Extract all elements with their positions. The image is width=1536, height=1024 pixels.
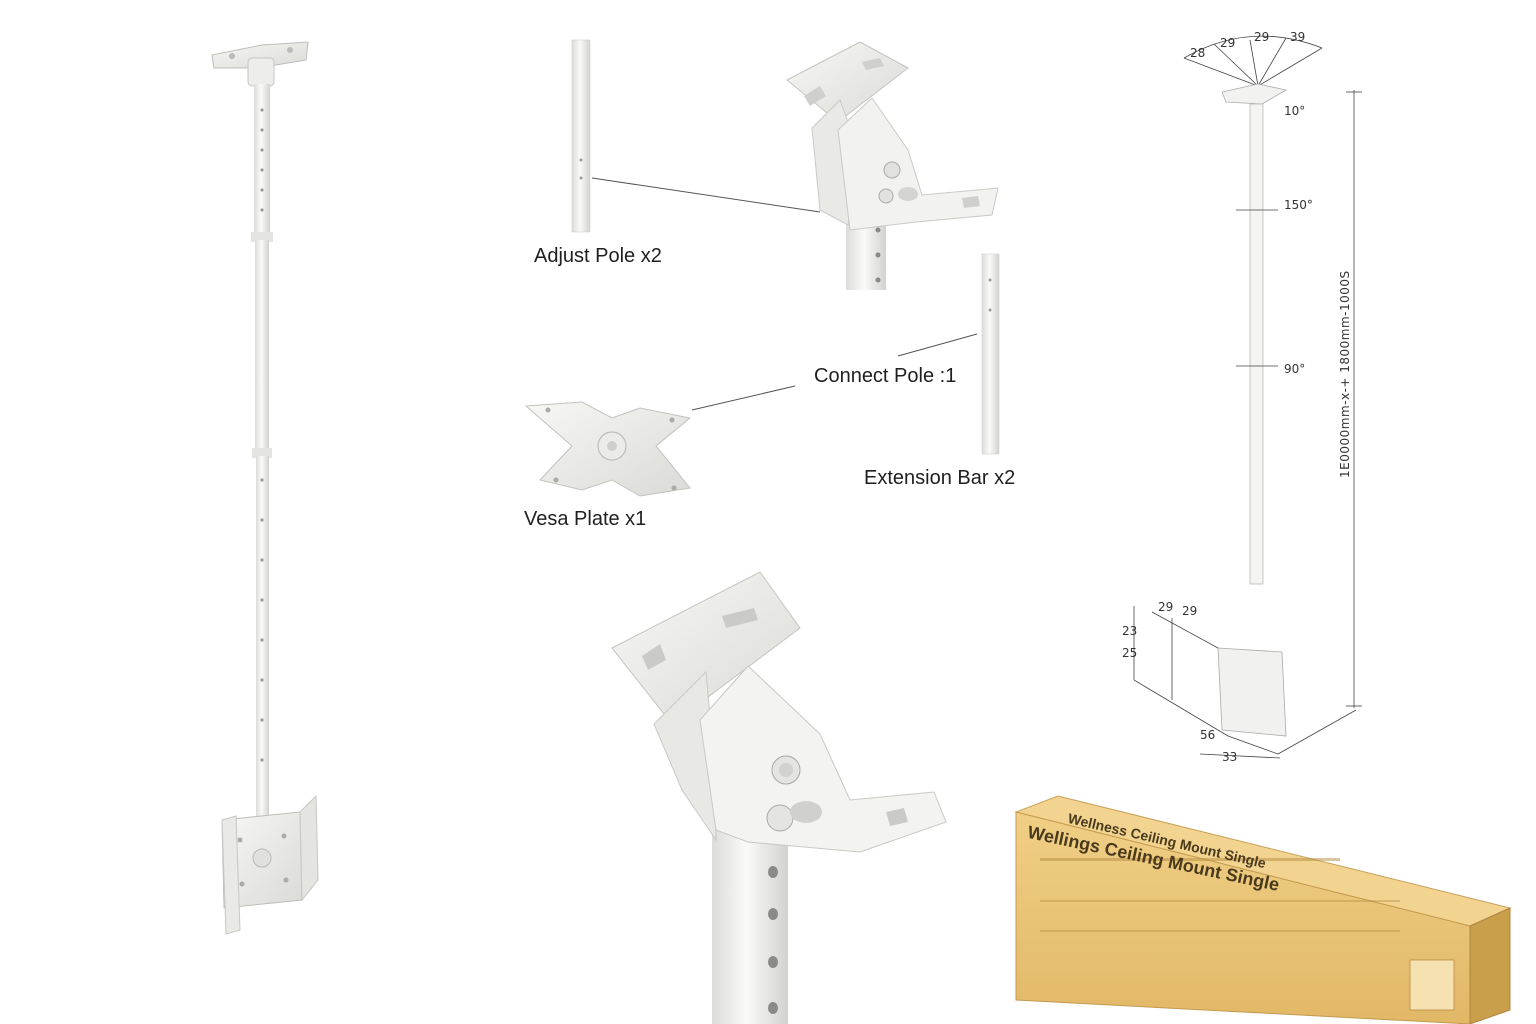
bottom-dim-4: 25	[1122, 646, 1138, 660]
packaging-box	[1014, 795, 1512, 1024]
bottom-dim-5: 56	[1200, 728, 1216, 742]
tilt-bracket-large	[611, 571, 947, 1024]
tilt-angle-label: 10°	[1284, 104, 1306, 118]
height-range-label: 1E0000mm-x-+ 1800mm-1000S	[1338, 270, 1352, 478]
assembled-mount-left	[211, 41, 319, 935]
vesa-plate-part	[524, 385, 796, 497]
adjust-pole-label: Adjust Pole x2	[534, 245, 662, 267]
rotation-label-90: 90°	[1284, 362, 1306, 376]
rotation-label-150: 150°	[1284, 198, 1313, 212]
dimension-diagram	[1133, 35, 1362, 759]
vesa-plate-label: Vesa Plate x1	[524, 508, 647, 530]
adjust-pole-part	[571, 39, 821, 233]
bottom-dim-1: 29	[1158, 600, 1174, 614]
tilt-bracket-small	[786, 41, 999, 290]
connect-pole-label: Connect Pole :1	[814, 365, 957, 387]
angle-label-1: 28	[1190, 46, 1206, 60]
angle-label-2: 29	[1220, 36, 1236, 50]
extension-bar-part	[897, 253, 1000, 455]
angle-label-3: 29	[1254, 30, 1270, 44]
bottom-dim-2: 29	[1182, 604, 1198, 618]
angle-label-4: 39	[1290, 30, 1306, 44]
extension-bar-label: Extension Bar x2	[864, 467, 1016, 489]
bottom-dim-3: 23	[1122, 624, 1138, 638]
bottom-dim-6: 33	[1222, 750, 1238, 764]
